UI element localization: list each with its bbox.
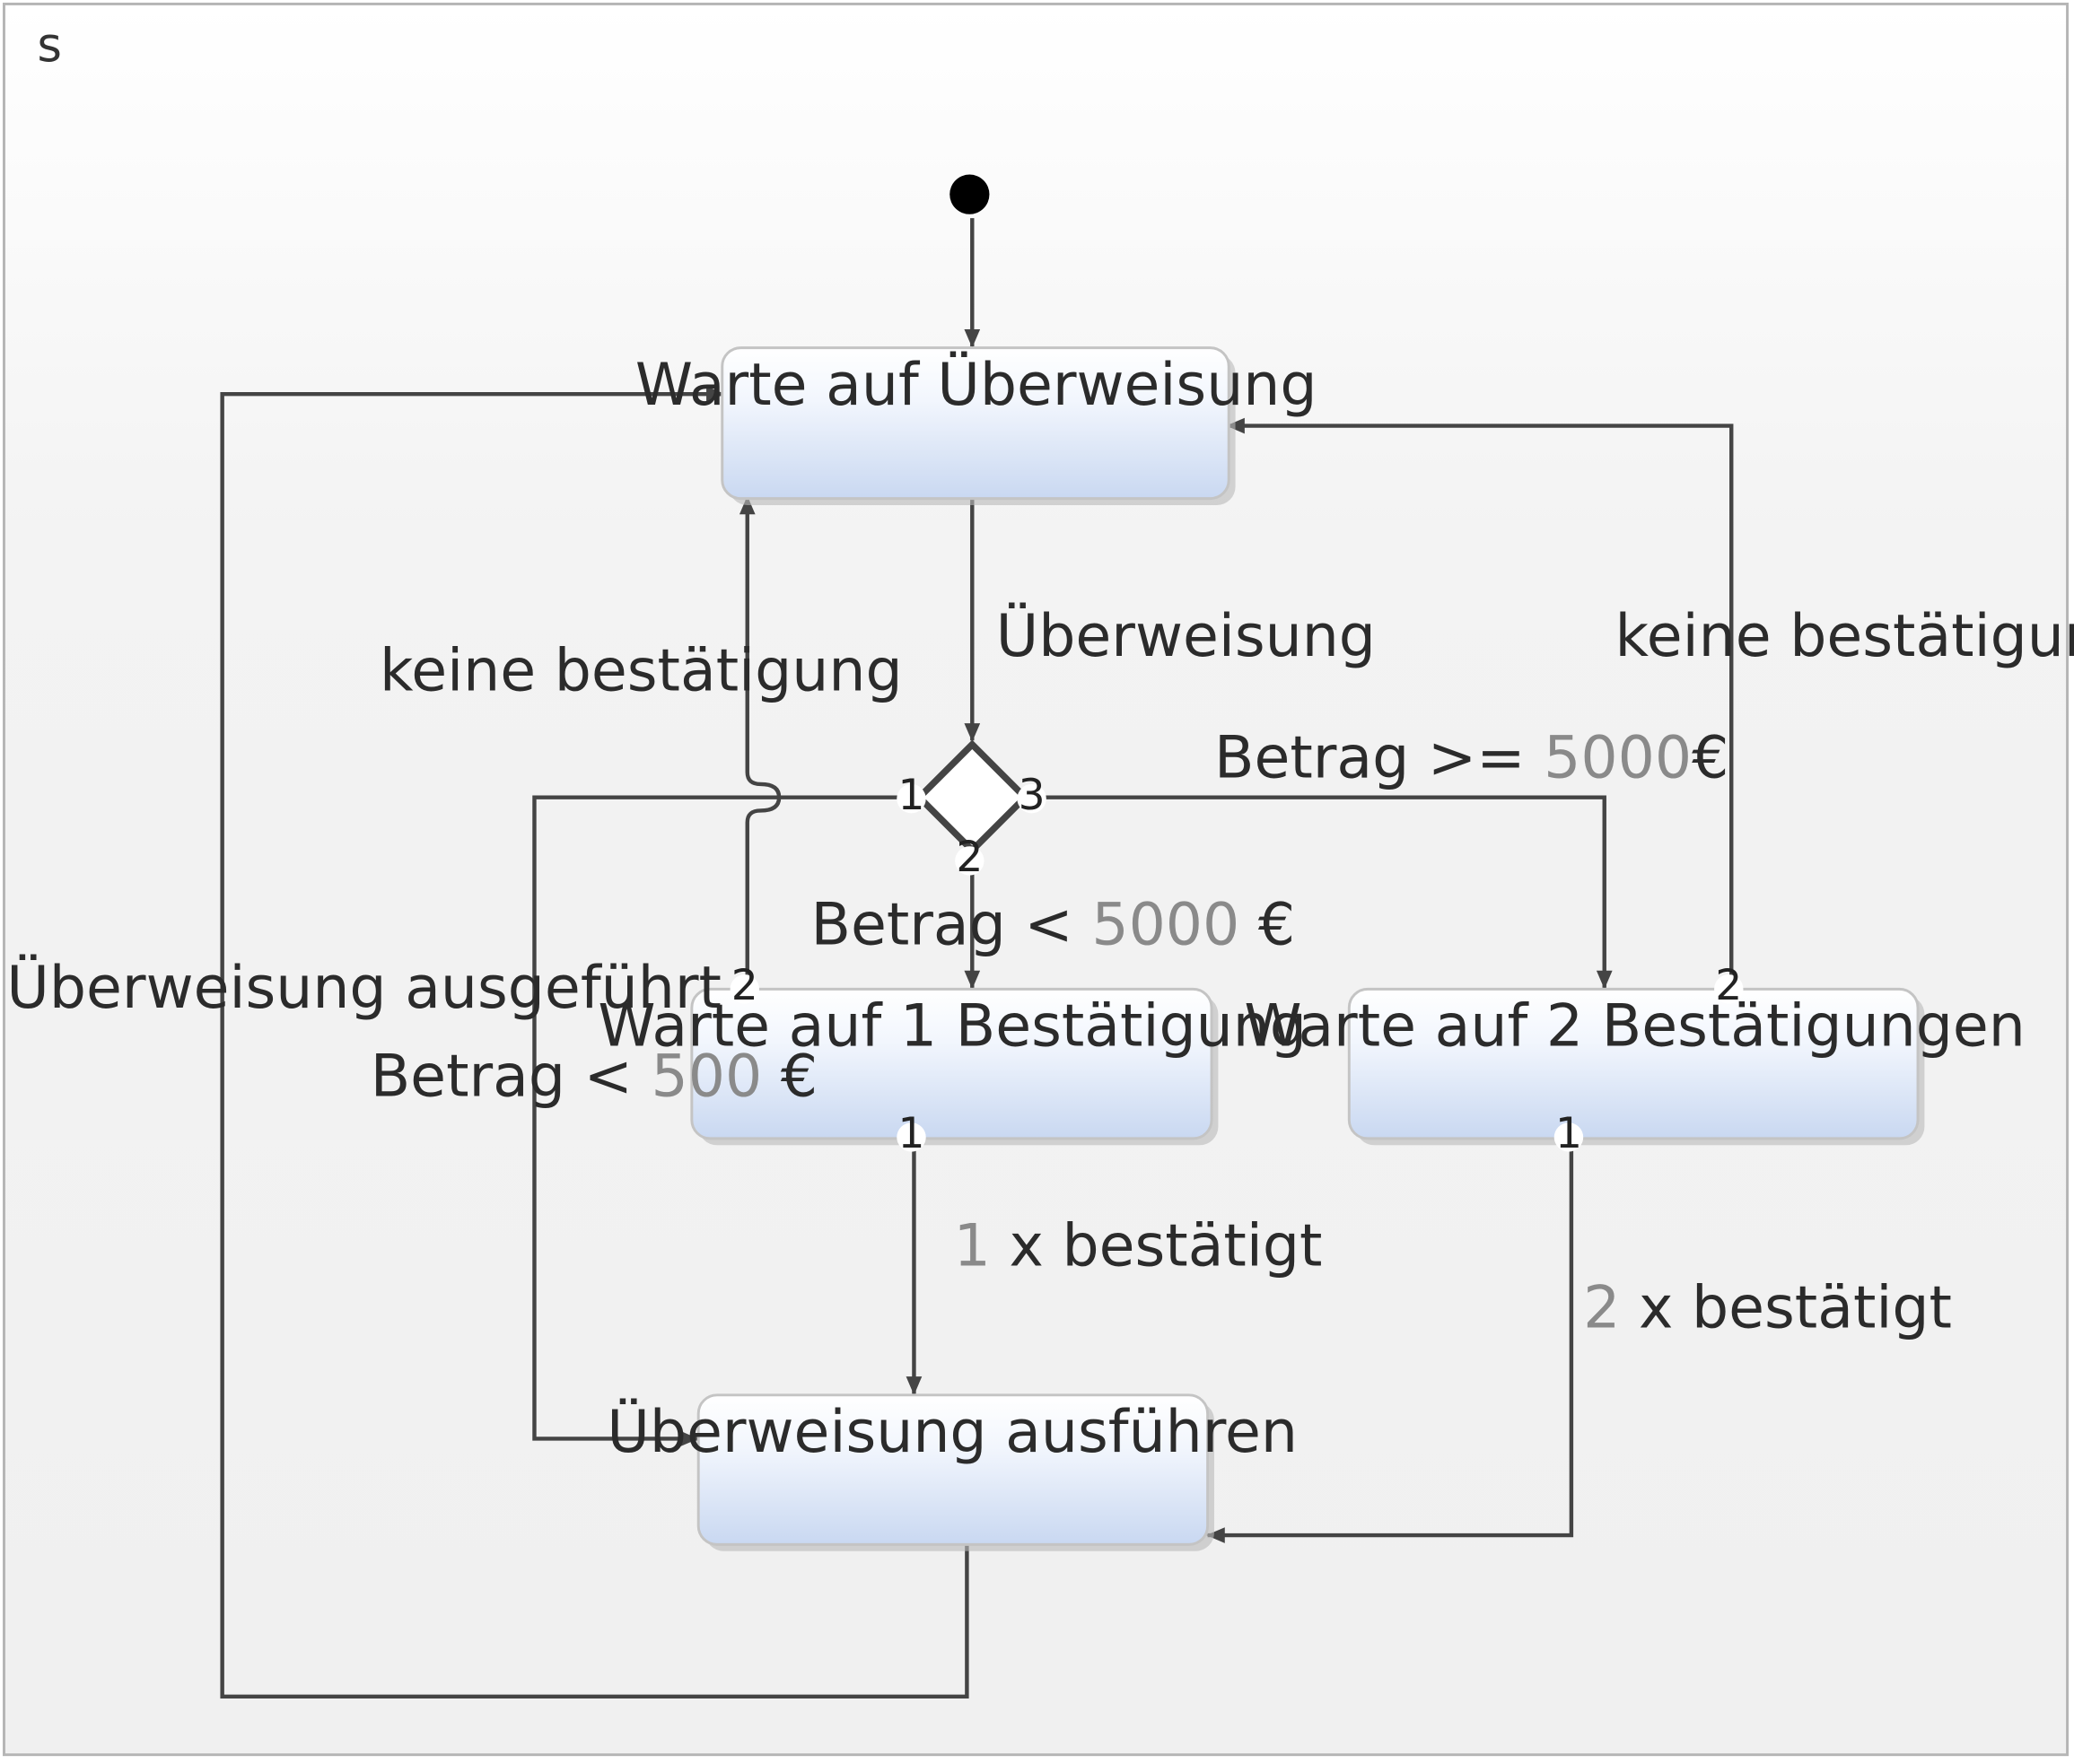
label-executed: Überweisung ausgeführt — [6, 955, 721, 1022]
port-wait-one-in: 2 — [730, 961, 760, 1010]
label-no-confirm-left: keine bestätigung — [380, 637, 903, 704]
port-decision-1: 1 — [897, 771, 926, 820]
edge-no-confirm-left — [739, 495, 782, 990]
frame-label: s — [37, 17, 62, 73]
edge-confirmed-twice — [1206, 1138, 1574, 1543]
port-wait-two-out: 1 — [1553, 1109, 1584, 1158]
label-amount-lt-5000: Betrag < 5000 € — [810, 891, 1295, 958]
state-execute-label: Überweisung ausführen — [607, 1399, 1298, 1466]
label-confirmed-once: 1 x bestätigt — [954, 1212, 1323, 1279]
port-decision-2: 2 — [955, 833, 984, 882]
port-wait-one-out: 1 — [897, 1109, 926, 1158]
state-execute-transfer[interactable]: Überweisung ausführen — [607, 1393, 1298, 1551]
port-wait-two-in: 2 — [1714, 961, 1744, 1010]
svg-text:2: 2 — [956, 833, 983, 882]
label-amount-lt-500: Betrag < 500 € — [371, 1044, 818, 1111]
label-confirmed-twice: 2 x bestätigt — [1583, 1275, 1952, 1342]
svg-text:1: 1 — [897, 1109, 924, 1158]
svg-text:2: 2 — [731, 961, 758, 1010]
edge-amount-ge-5000 — [1028, 795, 1613, 990]
edge-executed — [220, 386, 969, 1699]
svg-text:1: 1 — [897, 771, 924, 820]
svg-text:3: 3 — [1019, 771, 1046, 820]
state-wait-transfer-label: Warte auf Überweisung — [635, 352, 1317, 419]
svg-text:2: 2 — [1715, 961, 1742, 1010]
label-no-confirm-right: keine bestätigung — [1615, 603, 2074, 670]
state-wait-transfer[interactable]: Warte auf Überweisung — [635, 346, 1317, 505]
state-wait-one-label: Warte auf 1 Bestätigung — [598, 993, 1307, 1061]
edge-no-confirm-right — [1226, 417, 1734, 990]
state-wait-one-confirmation[interactable]: Warte auf 1 Bestätigung — [598, 987, 1307, 1146]
label-transfer: Überweisung — [996, 603, 1376, 670]
transitions — [220, 218, 1734, 1699]
transition-labels: Überweisung keine bestätigung keine best… — [6, 603, 2074, 1342]
label-amount-ge-5000: Betrag >= 5000€ — [1214, 725, 1728, 792]
state-wait-two-label: Warte auf 2 Bestätigungen — [1244, 993, 2025, 1061]
port-labels: 1 3 2 2 1 2 1 — [730, 771, 1744, 1158]
port-decision-3: 3 — [1017, 771, 1046, 820]
state-wait-two-confirmations[interactable]: Warte auf 2 Bestätigungen — [1244, 987, 2026, 1146]
initial-node[interactable] — [949, 174, 990, 214]
edge-amount-lt-500 — [532, 795, 923, 1447]
svg-text:1: 1 — [1555, 1109, 1582, 1158]
